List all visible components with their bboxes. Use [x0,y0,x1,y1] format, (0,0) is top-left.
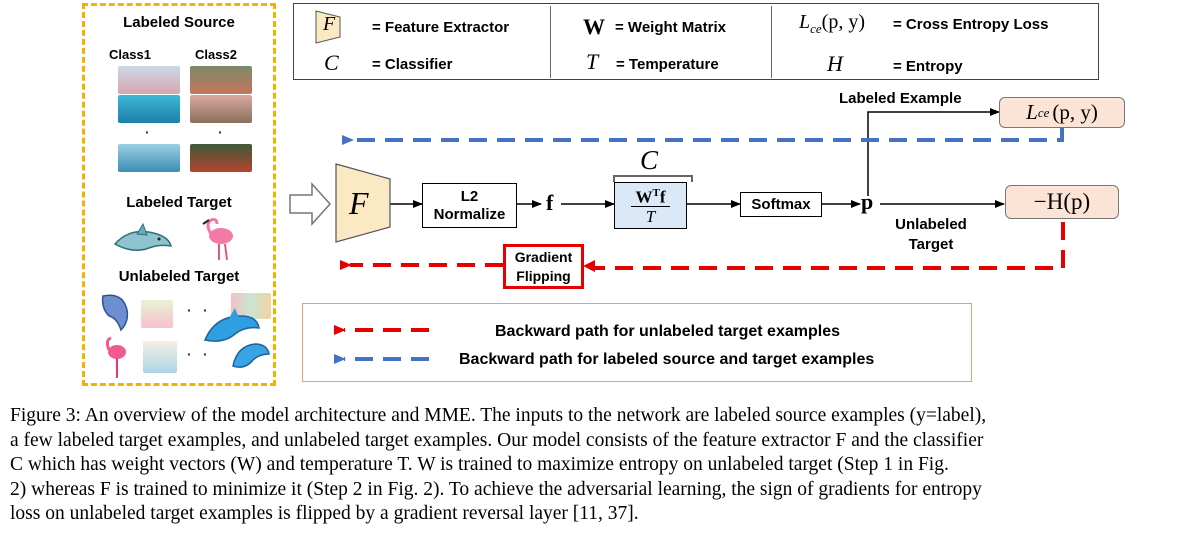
legend-t-text: = Temperature [616,56,719,73]
red-arrowhead [583,260,595,272]
dolphin-sticker [143,341,177,373]
legend-lce-text: = Cross Entropy Loss [893,16,1049,33]
feature-extractor-block [335,163,391,243]
gradient-flipping-box: Gradient Flipping [503,244,584,289]
path-legend: Backward path for unlabeled target examp… [302,303,972,382]
dolphin-cartoon [113,222,173,251]
entropy-loss-box: −H(p) [1005,185,1119,219]
legend-f-symbol: F [323,13,336,35]
l2-label-line2: Normalize [433,205,506,223]
path-legend-labeled: Backward path for labeled source and tar… [459,351,875,368]
dolphin-photo [118,144,180,172]
path-legend-unlabeled: Backward path for unlabeled target examp… [495,323,840,340]
labeled-source-title: Labeled Source [123,14,235,31]
classifier-denominator: T [645,207,656,227]
classifier-box: WTf T [614,182,687,229]
labeled-target-title: Labeled Target [126,194,232,211]
dolphin-cartoon [101,294,129,332]
flamingo-photo [190,144,252,172]
ellipsis: · [218,124,223,140]
class2-label: Class2 [195,47,237,62]
legend-h-symbol: H [827,51,843,76]
backward-path-unlabeled [590,222,1065,270]
legend-c-symbol: C [324,50,339,75]
feature-extractor-icon [315,10,341,44]
dolphin-cartoon [203,308,260,342]
flamingo-photo [190,66,252,94]
softmax-box: Softmax [740,192,822,217]
l2-label-line1: L2 [460,187,479,205]
feature-extractor-label: F [349,185,369,221]
caption-line: 2) whereas F is trained to minimize it (… [10,478,982,500]
caption-line: Figure 3: An overview of the model archi… [10,405,987,426]
caption-line: C which has weight vectors (W) and tempe… [10,454,949,475]
dataset-panel: Labeled Source Class1 Class2 · · Labeled… [82,3,276,386]
labeled-example-label: Labeled Example [839,90,962,107]
dolphin-cartoon [232,343,270,368]
sticker-sheet [231,293,271,319]
legend-h-text: = Entropy [893,58,963,75]
unlabeled-target-label: Unlabeled Target [895,216,967,253]
classifier-numerator: WTf [631,184,670,208]
classifier-label: C [640,145,659,175]
flamingo-sticker [141,300,173,328]
figure-caption: Figure 3: An overview of the model archi… [10,404,1170,527]
ellipsis: · [187,302,192,318]
caption-line: a few labeled target examples, and unlab… [10,429,984,451]
architecture-arrows [289,108,1065,364]
ellipsis: · [187,346,192,362]
flamingo-cartoon [105,336,126,378]
dolphin-photo [118,95,180,123]
flamingo-photo [190,95,252,123]
legend-divider [550,6,551,78]
classifier-bracket [613,175,693,182]
ellipsis: · [145,124,150,140]
unlabeled-target-title: Unlabeled Target [118,268,240,285]
ellipsis: · [203,346,208,362]
normalized-feature-label: f [546,190,554,215]
legend-c-text: = Classifier [372,56,453,73]
probability-label: p [861,189,874,214]
dolphin-photo [118,66,180,94]
legend-t-symbol: T [586,49,599,74]
legend-lce-symbol: Lce(p, y) [799,11,865,36]
l2-normalize-box: L2 Normalize [422,183,517,228]
legend-f-text: = Feature Extractor [372,19,510,36]
ellipsis: · [203,302,208,318]
legend-w-text: = Weight Matrix [615,19,726,36]
arrow-p-to-lce [867,108,1000,196]
legend-divider [771,6,772,78]
class1-label: Class1 [109,47,151,62]
backward-path-labeled [342,127,1064,145]
flamingo-cartoon [202,218,233,261]
input-arrow [289,182,332,226]
notation-legend: F = Feature Extractor C = Classifier W =… [293,3,1099,80]
caption-line: loss on unlabeled target examples is fli… [10,503,639,524]
legend-w-symbol: W [583,14,605,39]
